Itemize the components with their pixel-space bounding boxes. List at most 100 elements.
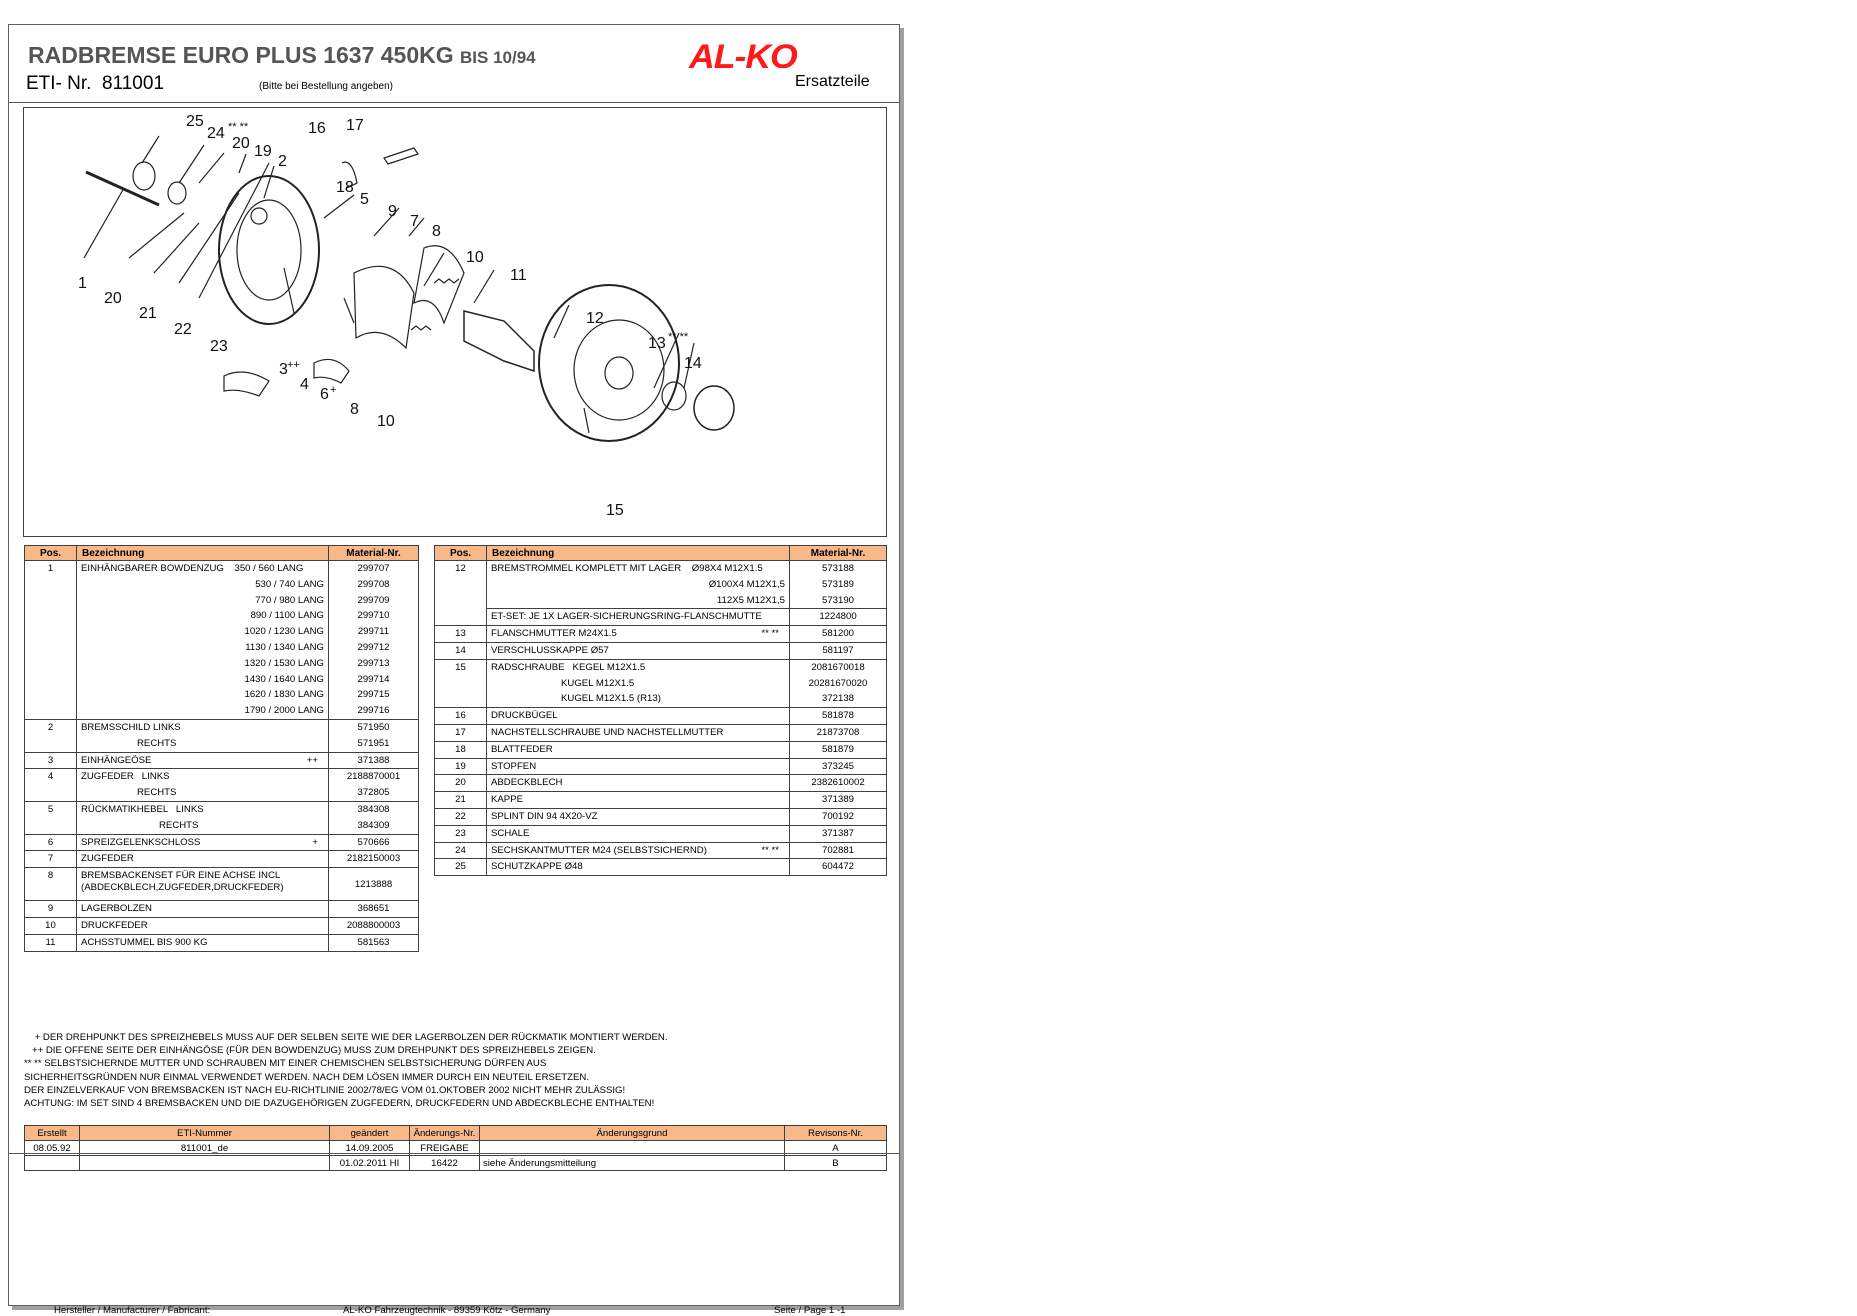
callout-6: 6	[320, 386, 329, 403]
material-cell: 299714	[328, 671, 419, 688]
desc-text: ZUGFEDER LINKS	[81, 771, 170, 783]
material-cell: 581879	[789, 740, 887, 759]
pos-cell: 4	[24, 768, 77, 786]
desc-text: ABDECKBLECH	[491, 777, 563, 789]
material-cell: 299716	[328, 703, 419, 720]
pos-cell: 20	[434, 774, 487, 792]
cap-25-shape	[132, 161, 156, 191]
desc-text: 1320 / 1530 LANG	[244, 657, 324, 669]
header-divider	[9, 102, 899, 103]
callout-13-stars: ** **	[668, 331, 689, 343]
ersatzteile-label: Ersatzteile	[795, 73, 870, 90]
note-line: SICHERHEITSGRÜNDEN NUR EINMAL VERWENDET …	[24, 1071, 590, 1083]
pos-cell	[24, 703, 77, 720]
desc-cell: SCHUTZKAPPE Ø48	[486, 858, 790, 877]
desc-cell: DRUCKFEDER	[76, 916, 329, 935]
pos-cell: 17	[434, 723, 487, 742]
material-cell: 2182150003	[328, 850, 419, 868]
desc-cell: 112X5 M12X1,5	[486, 592, 790, 609]
brake-plate-shape	[218, 175, 320, 325]
desc-cell: 1130 / 1340 LANG	[76, 639, 329, 656]
desc-text: EINHÄNGEÖSE	[81, 754, 152, 766]
desc-cell: 1790 / 2000 LANG	[76, 703, 329, 720]
callout-2: 2	[278, 153, 287, 170]
material-cell: 384309	[328, 817, 419, 835]
material-cell: 299713	[328, 655, 419, 672]
material-cell: 573189	[789, 576, 887, 593]
pos-cell: 23	[434, 824, 487, 843]
desc-text: SPREIZGELENKSCHLOSS	[81, 836, 201, 848]
pos-cell: 12	[434, 559, 487, 577]
pos-cell: 18	[434, 740, 487, 759]
note-mark: +	[312, 836, 318, 848]
material-cell: 581200	[789, 625, 887, 643]
axle-stub-shape	[463, 310, 535, 373]
footer-company: AL-KO Fahrzeugtechnik - 89359 Kötz - Ger…	[343, 1305, 551, 1316]
callout-10: 10	[466, 249, 484, 266]
callout-1: 1	[78, 275, 87, 292]
rev-cell	[24, 1155, 80, 1171]
desc-cell: RECHTS	[76, 735, 329, 753]
table-row: ET-SET: JE 1X LAGER-SICHERUNGSRING-FLANS…	[434, 608, 887, 626]
material-cell: 371388	[328, 751, 419, 769]
desc-text: 1620 / 1830 LANG	[244, 689, 324, 701]
material-cell: 581197	[789, 641, 887, 660]
pos-cell	[24, 639, 77, 656]
callout-21: 21	[139, 305, 157, 322]
alko-logo: AL-KO	[689, 38, 798, 76]
desc-text: NACHSTELLSCHRAUBE UND NACHSTELLMUTTER	[491, 726, 724, 738]
pos-cell	[434, 592, 487, 609]
desc-text: BLATTFEDER	[491, 743, 553, 755]
pos-cell: 15	[434, 658, 487, 676]
pos-cell: 7	[24, 850, 77, 868]
note-line: + DER DREHPUNKT DES SPREIZHEBELS MUSS AU…	[24, 1032, 668, 1043]
desc-cell: SCHALE	[486, 824, 790, 843]
desc-text: KUGEL M12X1.5	[561, 677, 635, 689]
drum-outer-shape	[538, 284, 680, 442]
desc-text: 770 / 980 LANG	[255, 594, 324, 606]
pos-cell	[24, 735, 77, 753]
grease-cap-shape	[693, 385, 735, 431]
desc-cell: 1020 / 1230 LANG	[76, 624, 329, 640]
table-row: 18 BLATTFEDER 581879	[434, 740, 887, 759]
desc-cell: 890 / 1100 LANG	[76, 608, 329, 625]
desc-text: BREMSSCHILD LINKS	[81, 721, 181, 733]
desc-cell: ++EINHÄNGEÖSE	[76, 751, 329, 769]
desc-cell: + SPREIZGELENKSCHLOSS	[76, 833, 329, 851]
desc-cell: SPLINT DIN 94 4X20-VZ	[486, 807, 790, 826]
pos-cell: 9	[24, 900, 77, 918]
material-cell: 371389	[789, 791, 887, 809]
note-mark: ** **	[761, 628, 779, 640]
title-suffix: BIS 10/94	[460, 48, 536, 67]
desc-text: KUGEL M12X1.5 (R13)	[561, 693, 661, 705]
callout-17: 17	[346, 117, 364, 134]
material-cell: 20281670020	[789, 675, 887, 692]
callout-13: 13	[648, 335, 666, 352]
callout-19: 19	[254, 143, 272, 160]
desc-text: STOPFEN	[491, 760, 537, 772]
pos-cell	[24, 576, 77, 593]
pos-cell	[24, 592, 77, 609]
rev-col-grund: Änderungsgrund	[479, 1125, 785, 1141]
pos-cell: 8	[24, 867, 77, 901]
desc-cell: VERSCHLUSSKAPPE Ø57	[486, 641, 790, 660]
material-cell: 371387	[789, 824, 887, 843]
material-cell: 368651	[328, 900, 419, 918]
material-cell: 2081670018	[789, 658, 887, 676]
material-cell: 373245	[789, 757, 887, 775]
desc-text: 1430 / 1640 LANG	[244, 673, 324, 685]
desc-cell: Ø100X4 M12X1,5	[486, 576, 790, 593]
spare-parts-sheet: RADBREMSE EURO PLUS 1637 450KG BIS 10/94…	[8, 24, 900, 1316]
desc-cell: DRUCKBÜGEL	[486, 707, 790, 725]
